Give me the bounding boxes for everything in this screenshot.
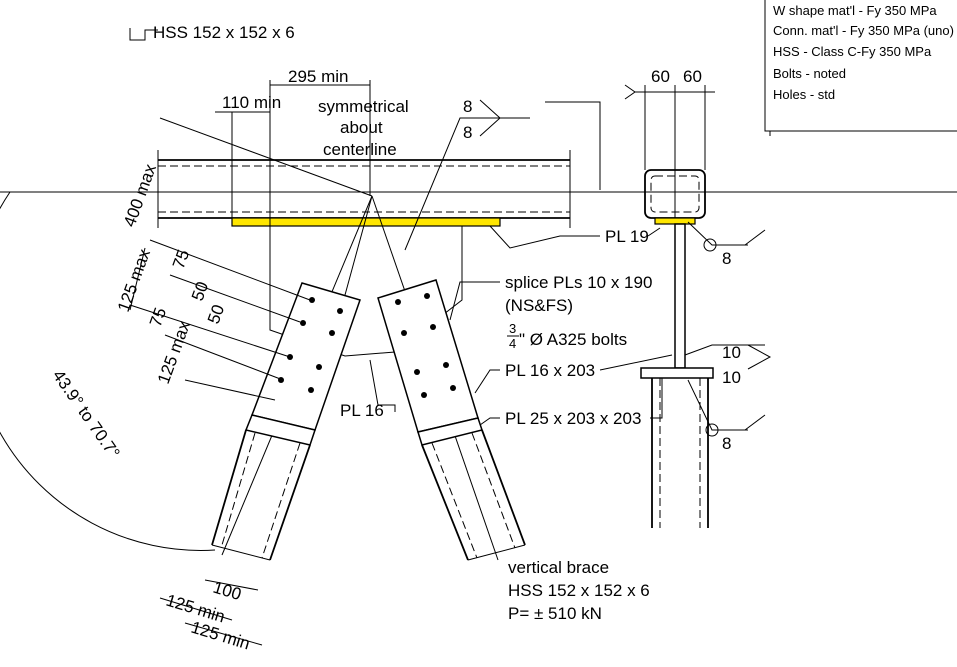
splice-label: (NS&FS)	[505, 296, 573, 315]
angle-arc	[0, 191, 216, 551]
note-line: Holes - std	[773, 87, 835, 102]
pl16x203-leader	[474, 354, 673, 394]
weld-size: 10	[722, 368, 741, 387]
left-brace	[211, 282, 361, 561]
section-view	[635, 85, 772, 528]
note-line: W shape mat'l - Fy 350 MPa	[773, 3, 937, 18]
bolt-fraction: 3	[509, 321, 516, 336]
pl25-leader	[479, 375, 663, 426]
dim-295-min: 295 min	[288, 67, 348, 86]
weld-symbol	[404, 99, 530, 251]
bolt-spacing-dims	[129, 239, 311, 401]
weld-size: 8	[463, 97, 472, 116]
weld-size: 8	[722, 434, 731, 453]
brace-label: vertical brace	[508, 558, 609, 577]
pl16x203-label: PL 16 x 203	[505, 361, 595, 380]
pl16-leader	[369, 359, 396, 412]
pl25-label: PL 25 x 203 x 203	[505, 409, 641, 428]
dim-60: 60	[683, 67, 702, 86]
note-line: HSS - Class C-Fy 350 MPa	[773, 44, 932, 59]
section-arrow	[545, 84, 636, 190]
weld-size: 8	[463, 123, 472, 142]
pl16-label: PL 16	[340, 401, 384, 420]
dim-50: 50	[204, 302, 228, 326]
note-line: Conn. mat'l - Fy 350 MPa (uno)	[773, 23, 954, 38]
symmetry-note: centerline	[323, 140, 397, 159]
bolt-fraction: 4	[509, 336, 516, 351]
beam-label: HSS 152 x 152 x 6	[153, 23, 295, 42]
dim-125-max: 125 max	[114, 246, 154, 314]
brace-label: HSS 152 x 152 x 6	[508, 581, 650, 600]
general-notes-box: W shape mat'l - Fy 350 MPa Conn. mat'l -…	[764, 0, 957, 136]
bottom-dimension-lines	[159, 579, 263, 646]
top-dimension-lines	[215, 80, 371, 226]
brace-label: P= ± 510 kN	[508, 604, 602, 623]
dim-100: 100	[211, 578, 244, 604]
bolt-label: " Ø A325 bolts	[519, 330, 627, 349]
bolt-group	[278, 297, 343, 393]
weld-size: 10	[722, 343, 741, 362]
right-brace	[377, 279, 526, 561]
symmetry-note: symmetrical	[318, 97, 409, 116]
pl19-leader	[489, 225, 661, 249]
angle-label: 43.9° to 70.7°	[49, 366, 124, 462]
dim-400-max: 400 max	[120, 161, 160, 229]
dim-75: 75	[146, 305, 170, 329]
dim-110-min: 110 min	[222, 93, 281, 112]
splice-label: splice PLs 10 x 190	[505, 273, 652, 292]
pl19-label: PL 19	[605, 227, 649, 246]
dim-60: 60	[651, 67, 670, 86]
symmetry-note: about	[340, 118, 383, 137]
note-line: Bolts - noted	[773, 66, 846, 81]
weld-size: 8	[722, 249, 731, 268]
splice-leader	[449, 281, 500, 321]
bolt-group	[395, 293, 456, 398]
dim-75: 75	[169, 247, 193, 271]
